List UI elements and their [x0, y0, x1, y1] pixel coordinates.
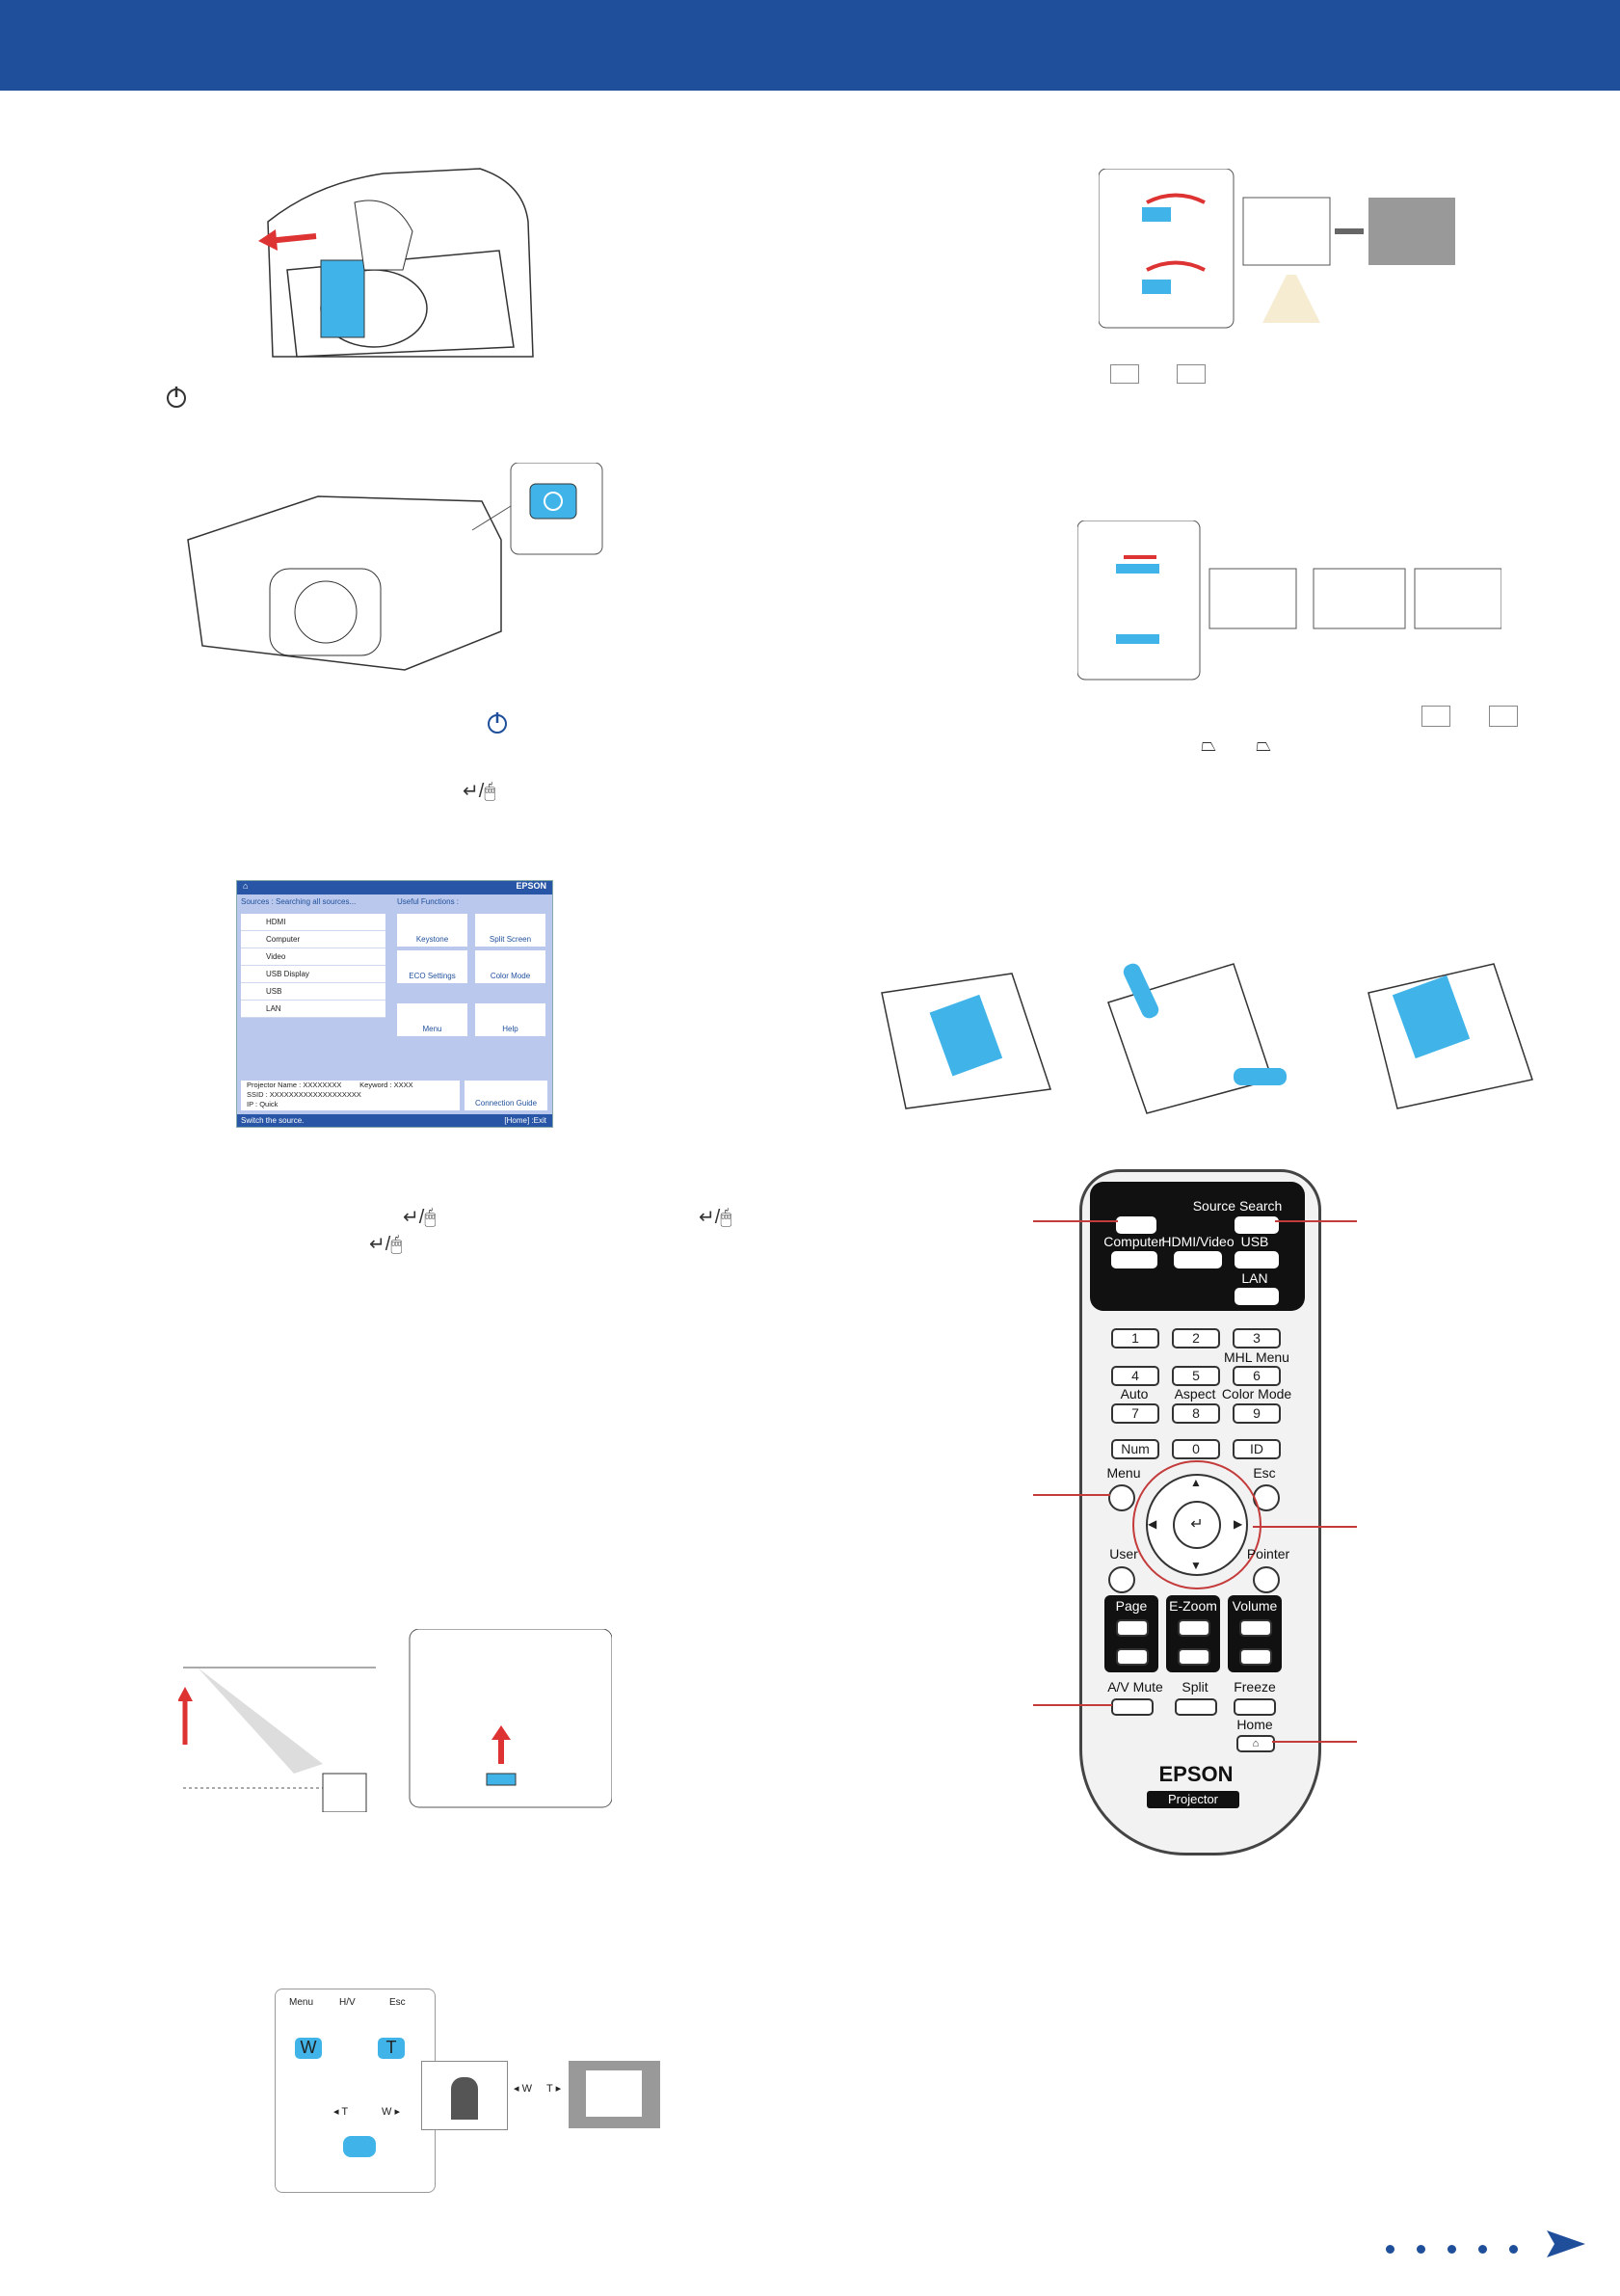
- callout-line: [1275, 1220, 1357, 1222]
- left-arrow-icon[interactable]: ◀: [1148, 1517, 1157, 1531]
- menu-brand: EPSON: [516, 881, 546, 891]
- source-row[interactable]: Computer: [241, 931, 385, 948]
- callout-line: [1033, 1704, 1112, 1706]
- number-button[interactable]: 9: [1233, 1403, 1281, 1424]
- number-button[interactable]: 4: [1111, 1366, 1159, 1386]
- zoom-ring: [343, 2136, 376, 2157]
- menu-footer: Switch the source. [Home] :Exit: [237, 1114, 552, 1127]
- remote-brand: EPSON: [1158, 1762, 1234, 1786]
- zoom-control-figure: Menu H/V Esc W T ◂ T W ▸: [275, 1989, 436, 2193]
- source-search-button[interactable]: [1235, 1216, 1279, 1234]
- usb-button[interactable]: [1235, 1251, 1279, 1268]
- source-row[interactable]: USB: [241, 983, 385, 1001]
- source-row[interactable]: HDMI: [241, 914, 385, 931]
- ezoom-in-button[interactable]: [1178, 1619, 1210, 1637]
- source-row[interactable]: LAN: [241, 1001, 385, 1018]
- volume-up-button[interactable]: [1239, 1619, 1272, 1637]
- source-row[interactable]: USB Display: [241, 966, 385, 983]
- projector-power-figure: [187, 463, 603, 671]
- id-button[interactable]: ID: [1233, 1439, 1281, 1459]
- enter-icon: ↵/🖱: [369, 1234, 403, 1255]
- menu-button[interactable]: [1108, 1484, 1135, 1511]
- function-split-screen[interactable]: Split Screen: [475, 914, 545, 947]
- function-help[interactable]: Help: [475, 1003, 545, 1036]
- ezoom-out-button[interactable]: [1178, 1648, 1210, 1666]
- page-progress-dots: [1386, 2241, 1540, 2258]
- enter-icon: ↵/🖱: [699, 1207, 732, 1228]
- enter-button[interactable]: ↵: [1173, 1501, 1221, 1549]
- callout-line: [1033, 1494, 1110, 1496]
- tele-button[interactable]: T: [378, 2038, 405, 2059]
- source-row[interactable]: Video: [241, 948, 385, 966]
- page-down-button[interactable]: [1116, 1648, 1149, 1666]
- functions-heading: Useful Functions :: [397, 897, 460, 906]
- freeze-button[interactable]: [1234, 1698, 1276, 1716]
- function-color-mode[interactable]: Color Mode: [475, 950, 545, 983]
- home-button[interactable]: ⌂: [1236, 1735, 1275, 1752]
- keystone-icon: ⏢: [1201, 734, 1216, 756]
- power-button[interactable]: [1116, 1216, 1156, 1234]
- next-page-icon[interactable]: [1547, 2230, 1585, 2257]
- up-arrow-icon[interactable]: ▲: [1190, 1476, 1202, 1489]
- page-up-button[interactable]: [1116, 1619, 1149, 1637]
- wide-button[interactable]: W: [295, 2038, 322, 2059]
- callout-line: [1272, 1741, 1357, 1743]
- lan-button[interactable]: [1235, 1288, 1279, 1305]
- home-menu-screen: ⌂ EPSON Sources : Searching all sources.…: [236, 880, 553, 1128]
- power-icon: [167, 387, 186, 408]
- number-button[interactable]: 2: [1172, 1328, 1220, 1348]
- function-eco-settings[interactable]: ECO Settings: [397, 950, 467, 983]
- keystone-slider-icon: [1489, 706, 1518, 727]
- connection-guide-button[interactable]: Connection Guide: [465, 1081, 547, 1110]
- right-arrow-icon[interactable]: ▶: [1234, 1517, 1243, 1531]
- remote-model-label: Projector: [1147, 1791, 1239, 1808]
- keystone-slider-icon: [1421, 706, 1450, 727]
- hdmi-video-button[interactable]: [1174, 1251, 1222, 1268]
- focus-ring-icon: [1177, 364, 1206, 384]
- av-mute-button[interactable]: [1111, 1698, 1154, 1716]
- number-button[interactable]: 3: [1233, 1328, 1281, 1348]
- header-banner: [0, 0, 1620, 91]
- number-button[interactable]: 7: [1111, 1403, 1159, 1424]
- computer-button[interactable]: [1111, 1251, 1157, 1268]
- volume-down-button[interactable]: [1239, 1648, 1272, 1666]
- split-button[interactable]: [1175, 1698, 1217, 1716]
- sources-panel: HDMI Computer Video USB Display USB LAN: [241, 914, 385, 1018]
- menu-title-bar: ⌂ EPSON: [237, 881, 552, 894]
- number-button[interactable]: 6: [1233, 1366, 1281, 1386]
- lens-cover-figure: [258, 168, 534, 358]
- navigation-pad[interactable]: ↵ ▲ ▼ ◀ ▶: [1132, 1460, 1261, 1589]
- callout-line: [1253, 1526, 1357, 1528]
- power-icon: [488, 712, 507, 734]
- projector-info: Projector Name : XXXXXXXX Keyword : XXXX…: [241, 1081, 460, 1110]
- focus-figure: [1099, 169, 1455, 329]
- pointer-button[interactable]: [1253, 1566, 1280, 1593]
- user-button[interactable]: [1108, 1566, 1135, 1593]
- enter-icon: ↵/🖱: [463, 781, 496, 802]
- keystone-figure: [1077, 521, 1501, 681]
- sources-heading: Sources : Searching all sources...: [241, 897, 357, 906]
- screen-tele: [569, 2061, 660, 2128]
- number-button[interactable]: 1: [1111, 1328, 1159, 1348]
- foot-adjust-figure: [178, 1629, 612, 1812]
- enter-icon: ↵/🖱: [403, 1207, 437, 1228]
- battery-figure: [881, 963, 1533, 1114]
- number-button[interactable]: 5: [1172, 1366, 1220, 1386]
- screen-wide: [421, 2061, 508, 2130]
- down-arrow-icon[interactable]: ▼: [1190, 1559, 1202, 1572]
- keystone-icon: ⏢: [1256, 734, 1271, 756]
- function-keystone[interactable]: Keystone: [397, 914, 467, 947]
- function-menu[interactable]: Menu: [397, 1003, 467, 1036]
- callout-line: [1033, 1220, 1118, 1222]
- home-icon: ⌂: [243, 881, 249, 891]
- number-button[interactable]: 8: [1172, 1403, 1220, 1424]
- focus-ring-icon: [1110, 364, 1139, 384]
- num-button[interactable]: Num: [1111, 1439, 1159, 1459]
- zero-button[interactable]: 0: [1172, 1439, 1220, 1459]
